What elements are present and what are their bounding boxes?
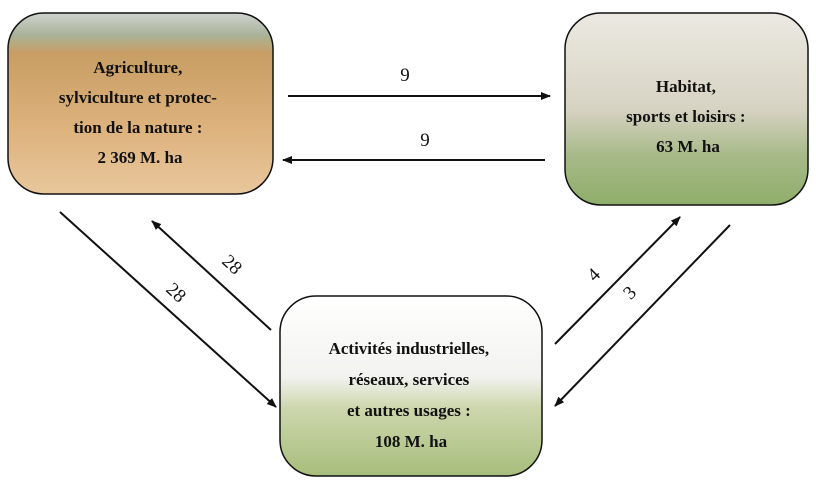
agriculture-label-line-3: tion de la nature : (73, 118, 202, 137)
industrie-label: Activités industrielles, réseaux, servic… (329, 339, 494, 451)
industrie-label-line-4: 108 M. ha (375, 432, 448, 451)
flow-label-habitat-to-industrie: 3 (619, 282, 641, 304)
agriculture-label: Agriculture, sylviculture et protec- tio… (59, 58, 221, 167)
industrie-label-line-2: réseaux, services (348, 370, 469, 389)
flow-label-industrie-to-habitat: 4 (583, 264, 605, 286)
arrow-habitat-to-industrie (554, 224, 731, 407)
industrie-label-line-1: Activités industrielles, (329, 339, 490, 358)
flow-label-agriculture-to-habitat: 9 (400, 65, 410, 86)
agriculture-label-line-4: 2 369 M. ha (98, 148, 184, 167)
node-industrie: Activités industrielles, réseaux, servic… (279, 295, 543, 477)
habitat-label-line-2: sports et loisirs : (626, 107, 745, 126)
flow-label-industrie-to-agriculture: 28 (218, 251, 246, 279)
habitat-label: Habitat, sports et loisirs : 63 M. ha (626, 77, 750, 156)
arrow-agriculture-to-industrie (59, 211, 277, 408)
habitat-label-line-3: 63 M. ha (656, 137, 720, 156)
arrow-industrie-to-agriculture (151, 220, 272, 331)
flow-label-agriculture-to-industrie: 28 (162, 279, 190, 307)
habitat-box (564, 12, 809, 206)
industrie-label-line-3: et autres usages : (347, 401, 471, 420)
agriculture-label-line-1: Agriculture, (93, 58, 182, 77)
agriculture-label-line-2: sylviculture et protec- (59, 88, 217, 107)
node-habitat: Habitat, sports et loisirs : 63 M. ha (564, 12, 809, 206)
industrie-box (279, 295, 543, 477)
habitat-label-line-1: Habitat, (656, 77, 716, 96)
flow-label-habitat-to-agriculture: 9 (420, 130, 430, 151)
agriculture-box (7, 12, 274, 195)
arrow-industrie-to-habitat (554, 216, 681, 345)
node-agriculture: Agriculture, sylviculture et protec- tio… (7, 12, 274, 195)
